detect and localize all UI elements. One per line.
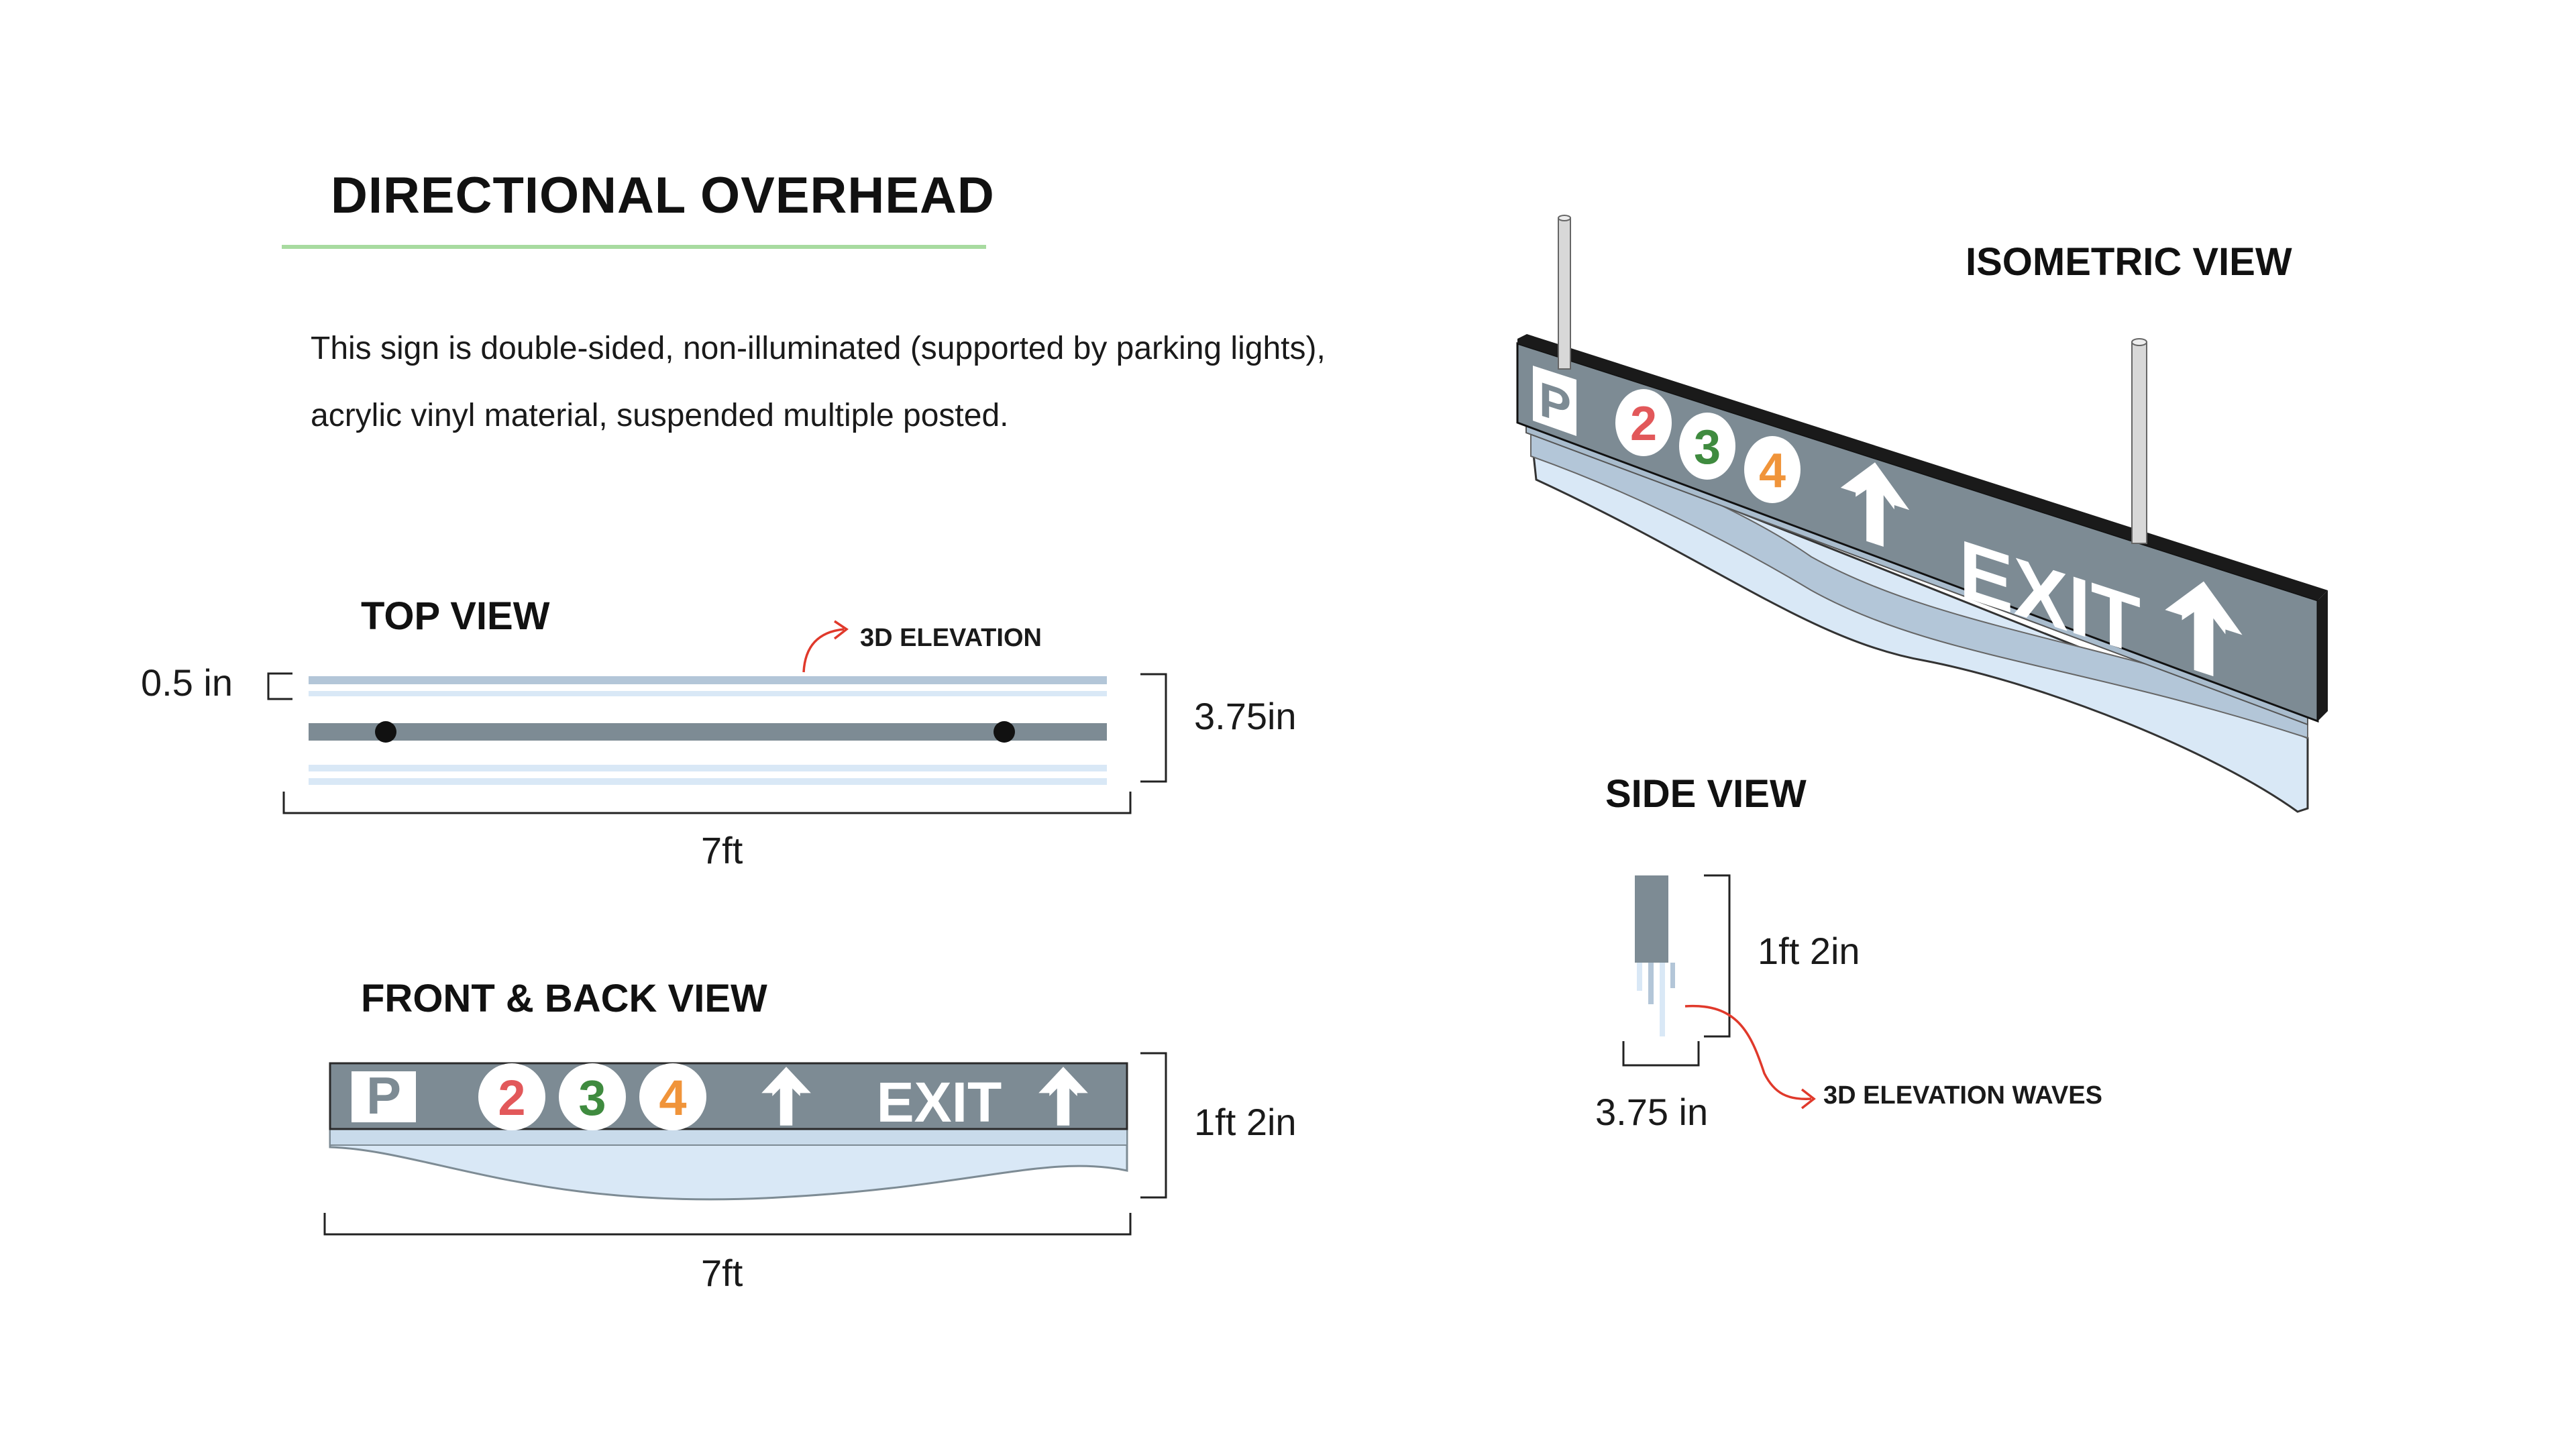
callout-arrow-icon (1801, 1088, 1816, 1110)
top-view-thickness-dimension: 0.5 in (141, 661, 233, 704)
top-view-acrylic-strip (309, 778, 1107, 785)
front-view-acrylic-layer (329, 1128, 1128, 1146)
front-level-number: 3 (578, 1070, 606, 1126)
page-title: DIRECTIONAL OVERHEAD (331, 167, 995, 224)
sign-description: This sign is double-sided, non-illuminat… (311, 331, 1326, 433)
side-view-label: SIDE VIEW (1605, 772, 1807, 816)
side-view-acrylic (1670, 963, 1675, 988)
front-exit-text: EXIT (877, 1071, 1002, 1134)
iso-support-post (1558, 215, 1571, 221)
top-view-post-mount (375, 721, 396, 743)
front-view-drawing: P 2 3 4 EXIT (323, 1052, 1167, 1236)
side-view-acrylic (1648, 963, 1654, 1004)
top-view-acrylic-strip (309, 691, 1107, 696)
iso-level-badge (1615, 389, 1672, 456)
front-level-number: 4 (659, 1070, 686, 1126)
callout-arrow-icon (802, 628, 845, 673)
iso-support-post (2131, 341, 2147, 544)
top-view-drawing (267, 620, 1167, 814)
front-parking-letter: P (366, 1066, 401, 1125)
iso-level-badge (1744, 436, 1801, 503)
front-level-badge (559, 1063, 626, 1130)
front-view-label: FRONT & BACK VIEW (361, 977, 767, 1020)
width-bracket (323, 1213, 1132, 1236)
iso-sign-top-edge (1517, 334, 2328, 600)
callout-arrow-icon (833, 620, 849, 640)
front-level-badge (639, 1063, 706, 1130)
height-bracket (1704, 874, 1731, 1038)
iso-level-number: 3 (1694, 421, 1721, 474)
side-view-waves-callout: 3D ELEVATION WAVES (1823, 1081, 2102, 1110)
side-view-height-dimension: 1ft 2in (1758, 930, 1860, 972)
top-view-acrylic-strip (309, 676, 1107, 684)
iso-level-number: 4 (1759, 444, 1786, 498)
iso-sign-end (2318, 590, 2328, 721)
front-parking-badge (352, 1071, 416, 1122)
top-view-label: TOP VIEW (361, 594, 550, 638)
front-view-height-dimension: 1ft 2in (1194, 1101, 1297, 1143)
top-view-acrylic-strip (309, 765, 1107, 771)
front-view-acrylic-waves (329, 1128, 1128, 1201)
height-bracket (1140, 1052, 1167, 1199)
width-bracket (282, 792, 1132, 814)
top-view-elevation-callout: 3D ELEVATION (860, 624, 1042, 652)
iso-level-number: 2 (1630, 397, 1657, 451)
iso-parking-badge (1533, 366, 1576, 436)
iso-parking-letter: P (1539, 371, 1571, 435)
callout-arrow-icon (1684, 1004, 1812, 1100)
title-underline (282, 245, 986, 249)
front-view-sign-face (329, 1062, 1128, 1130)
side-view-depth-dimension: 3.75 in (1595, 1091, 1709, 1133)
iso-level-badge (1679, 413, 1735, 480)
top-view-depth-dimension: 3.75in (1194, 695, 1297, 737)
isometric-view-label: ISOMETRIC VIEW (1966, 240, 2292, 284)
iso-support-post (1558, 217, 1571, 370)
isometric-view-drawing: P 2 3 4 EXIT (1516, 215, 2328, 813)
top-view-width-dimension: 7ft (701, 829, 743, 871)
side-view-drawing (1622, 874, 1816, 1110)
side-view-acrylic (1660, 963, 1665, 1036)
front-view-width-dimension: 7ft (701, 1252, 743, 1294)
depth-bracket (1622, 1041, 1700, 1067)
iso-support-post (2131, 338, 2147, 346)
thickness-bracket (267, 672, 292, 700)
front-level-number: 2 (498, 1070, 525, 1126)
side-view-acrylic (1637, 963, 1642, 991)
side-view-sign-panel (1635, 875, 1668, 963)
top-view-sign-panel (309, 723, 1107, 741)
top-view-post-mount (994, 721, 1015, 743)
front-level-badge (478, 1063, 545, 1130)
depth-bracket (1140, 673, 1167, 783)
